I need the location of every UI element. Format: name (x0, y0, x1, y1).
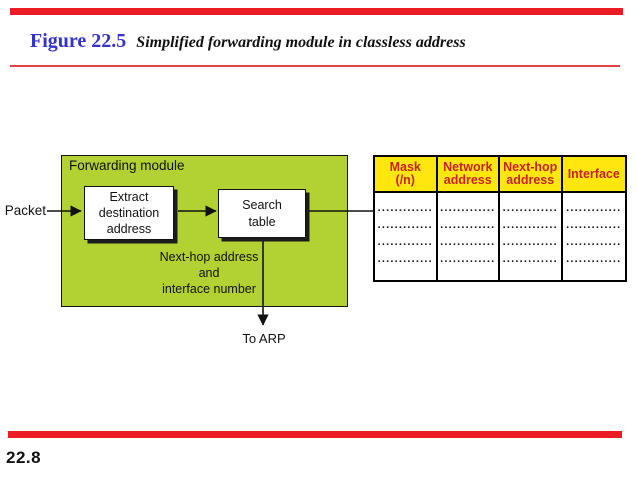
to-arp-label: To ARP (242, 331, 286, 346)
dotted-cell: ............. (440, 236, 496, 248)
figure-title: Simplified forwarding module in classles… (136, 34, 466, 51)
packet-label: Packet (4, 203, 46, 218)
bottom-red-bar (8, 431, 622, 438)
dotted-cell: ............. (502, 236, 558, 248)
table-header-next-hop-address: Next-hop address (500, 157, 563, 193)
table-column-next-hop-address: ............. ............. ............… (500, 193, 563, 280)
dotted-cell: ............. (566, 219, 622, 231)
dotted-cell: ............. (502, 253, 558, 265)
search-table-box: Search table (218, 189, 306, 238)
dotted-cell: ............. (440, 219, 496, 231)
figure-label: Figure 22.5 (30, 30, 127, 52)
table-column-mask: ............. ............. ............… (375, 193, 438, 280)
routing-table-header: Mask (/n) Network address Next-hop addre… (375, 157, 625, 193)
dotted-cell: ............. (566, 236, 622, 248)
title-underline (10, 65, 620, 67)
dotted-cell: ............. (377, 236, 433, 248)
dotted-cell: ............. (377, 202, 433, 214)
page-number: 22.8 (6, 448, 42, 467)
table-column-interface: ............. ............. ............… (563, 193, 626, 280)
dotted-cell: ............. (566, 253, 622, 265)
extract-box-line: address (106, 222, 152, 237)
dotted-cell: ............. (566, 202, 622, 214)
extract-destination-address-box: Extract destination address (84, 186, 174, 240)
next-hop-note-line: and (198, 266, 220, 280)
extract-box-line: destination (98, 205, 160, 220)
routing-table-body: ............. ............. ............… (375, 193, 625, 280)
table-header-network-address: Network address (437, 157, 500, 193)
routing-table: Mask (/n) Network address Next-hop addre… (373, 155, 627, 282)
dotted-cell: ............. (440, 253, 496, 265)
dotted-cell: ............. (502, 202, 558, 214)
top-red-bar (10, 8, 623, 15)
search-box-line: table (248, 214, 276, 229)
next-hop-note: Next-hop address and interface number (148, 249, 270, 297)
dotted-cell: ............. (502, 219, 558, 231)
next-hop-note-line: interface number (162, 282, 256, 296)
table-header-interface: Interface (562, 157, 625, 193)
dotted-cell: ............. (377, 253, 433, 265)
dotted-cell: ............. (377, 219, 433, 231)
table-header-mask: Mask (/n) (375, 157, 438, 193)
dotted-cell: ............. (440, 202, 496, 214)
next-hop-note-line: Next-hop address (159, 250, 259, 264)
slide-title: Figure 22.5 Simplified forwarding module… (30, 30, 466, 53)
extract-box-line: Extract (109, 189, 149, 204)
forwarding-module-label: Forwarding module (69, 158, 185, 173)
search-box-line: Search (242, 198, 282, 213)
table-column-network-address: ............. ............. ............… (438, 193, 500, 280)
